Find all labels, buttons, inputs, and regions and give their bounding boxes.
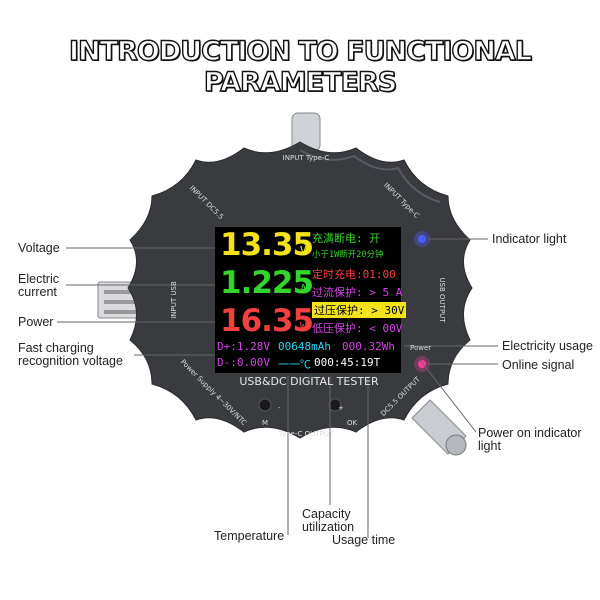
port-label-right: USB OUTPUT xyxy=(438,277,446,323)
temperature-value: 一一℃ xyxy=(278,358,311,371)
callout-electricity: Electricity usage xyxy=(502,339,594,353)
current-unit: A xyxy=(300,282,307,295)
callout-temperature: Temperature xyxy=(214,529,285,543)
capacity-mah: 00648mAh xyxy=(278,340,331,353)
setting-row: 充满断电: 开 xyxy=(312,232,381,245)
power-unit: W xyxy=(300,320,307,333)
m-button xyxy=(258,398,272,412)
lcd-screen xyxy=(215,227,401,373)
energy-wh: 000.32Wh xyxy=(342,340,395,353)
callout-online: Online signal xyxy=(502,358,575,372)
setting-row: 过流保护: > 5 A xyxy=(312,286,403,299)
current-value: 1.225 xyxy=(220,265,314,301)
voltage-value: 13.35 xyxy=(220,227,314,263)
power-value: 16.35 xyxy=(220,303,314,339)
plus-label: + xyxy=(338,404,344,412)
d-plus-voltage: D+:1.28V xyxy=(217,340,270,353)
setting-row: 定时充电:01:00 xyxy=(312,268,396,281)
port-label-left: INPUT USB xyxy=(170,281,178,319)
brand-text: USB&DC DIGITAL TESTER xyxy=(239,375,379,388)
voltage-unit: V xyxy=(300,244,307,257)
m-label: M xyxy=(262,419,268,427)
callout-current: Electric current xyxy=(18,272,59,299)
online-signal-light xyxy=(418,360,426,368)
callout-power-on: Power on indicator light xyxy=(478,426,582,453)
port-label-top: INPUT Type-C xyxy=(283,154,330,162)
callout-indicator: Indicator light xyxy=(492,232,567,246)
d-minus-voltage: D-:0.00V xyxy=(217,356,270,369)
usage-time-value: 000:45:19T xyxy=(314,356,381,369)
setting-row: 小于1W断开20分钟 xyxy=(312,250,384,260)
callout-capacity: Capacity utilization xyxy=(302,507,355,534)
ok-button xyxy=(328,398,342,412)
port-label-bottom: Type-C OUTPUT xyxy=(278,430,334,438)
callout-fast-charging: Fast charging recognition voltage xyxy=(18,341,123,368)
callout-voltage: Voltage xyxy=(18,241,60,255)
dc-barrel-plug xyxy=(411,399,467,456)
callout-power: Power xyxy=(18,315,54,329)
callout-usage-time: Usage time xyxy=(332,533,396,547)
ok-label: OK xyxy=(347,419,358,427)
page-title: INTRODUCTION TO FUNCTIONAL PARAMETERS xyxy=(68,35,532,98)
indicator-light xyxy=(418,235,426,243)
power-text: Power xyxy=(410,344,431,352)
minus-label: - xyxy=(278,404,281,412)
setting-row: 低压保护: < 00V xyxy=(312,322,403,335)
setting-row: 过压保护: > 30V xyxy=(312,302,407,318)
